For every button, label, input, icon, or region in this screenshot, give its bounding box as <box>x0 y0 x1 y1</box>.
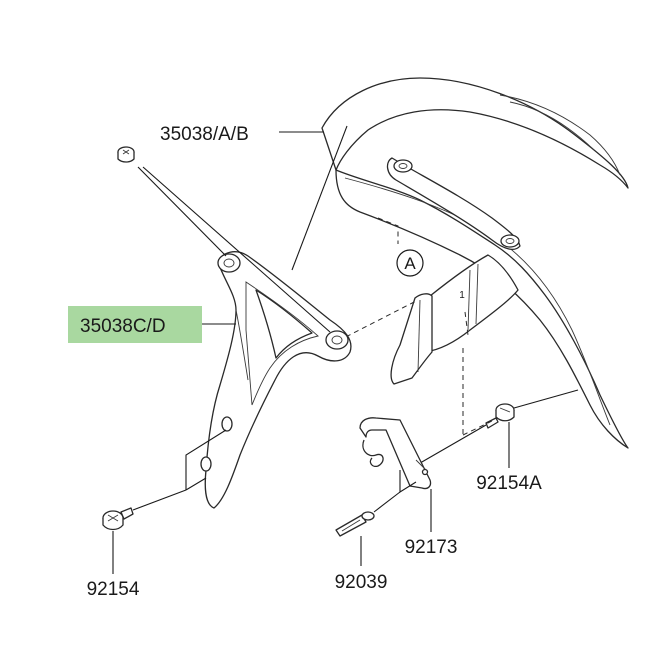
bolt-92154A-dashed <box>462 419 495 436</box>
label-35038C-D: 35038C/D <box>80 316 166 337</box>
clip-92039 <box>335 511 375 537</box>
label-35038C-D-highlight <box>68 306 202 343</box>
reference-lines <box>329 217 469 435</box>
front-fender <box>321 77 629 449</box>
reference-mark-small: 1 <box>459 290 465 301</box>
top-bolt-leader-1 <box>137 166 227 257</box>
reference-mark-a: A <box>396 249 424 277</box>
label-92154: 92154 <box>87 579 140 600</box>
label-92154A: 92154A <box>476 473 542 494</box>
bolt-92154-axis <box>132 489 187 511</box>
top-bolt <box>117 146 135 163</box>
clamp-92173 <box>359 417 432 490</box>
label-92039: 92039 <box>335 572 388 593</box>
bolt-92154A-fender-line <box>513 389 579 409</box>
label-35038-A-B: 35038/A/B <box>160 124 249 145</box>
bolt-92154-bracket-line-2 <box>185 477 207 491</box>
clip-92039-axis <box>373 491 401 513</box>
bolt-92154A <box>485 403 515 429</box>
label-92173: 92173 <box>405 537 458 558</box>
reference-mark-a-text: A <box>404 254 416 273</box>
fender-bracket <box>200 251 352 509</box>
bolt-92154-bracket-line <box>185 429 227 490</box>
leader-35038-A-B-to-part <box>291 125 348 271</box>
bolt-92154 <box>102 507 134 531</box>
top-bolt-leader-2 <box>142 166 331 333</box>
